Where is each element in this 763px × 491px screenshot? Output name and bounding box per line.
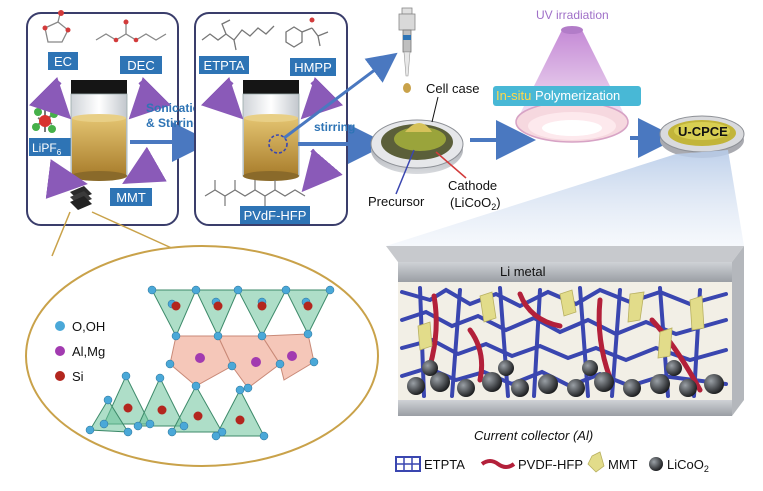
cell-case-icon [370, 119, 464, 174]
si-atoms [123, 301, 313, 425]
zoom-line-right [91, 211, 177, 251]
legend-licoo2-label: LiCoO2 [667, 457, 709, 474]
legend-etpta-icon [395, 456, 421, 472]
hmpp-tag [290, 58, 336, 76]
licoo2-particles [407, 360, 724, 397]
vial-2 [242, 80, 300, 181]
polymerization-label: In-situ Polymerization [496, 88, 620, 103]
etpta-label: ETPTA [204, 58, 245, 73]
etpta-tag [199, 56, 249, 74]
legend-al-mg-label: Al,Mg [72, 344, 105, 359]
purple-arrow-7 [301, 148, 343, 193]
zoom-beam [386, 150, 744, 246]
tetrahedra-bottom [89, 374, 265, 437]
legend-o-oh-icon [55, 321, 65, 331]
pvdf-chains [427, 291, 703, 393]
uv-lamp-icon [515, 26, 629, 143]
legend-licoo2-icon [649, 457, 663, 471]
etpta-molecule-icon [201, 19, 275, 51]
ec-label: EC [54, 54, 72, 69]
precursor-label: Precursor [368, 194, 425, 209]
legend-mmt-icon [587, 451, 605, 473]
u-cpce-label: U-CPCE [678, 124, 728, 139]
arrow-to-pipette [283, 52, 398, 140]
legend-pvdf-icon [480, 459, 516, 469]
cell-case-pointer [431, 96, 439, 123]
current-collector-label: Current collector (Al) [474, 428, 593, 443]
dec-tag [120, 56, 162, 74]
legend-al-mg-icon [55, 346, 65, 356]
mmt-tag [110, 188, 152, 206]
mmt-platelets [417, 289, 705, 359]
cell-case-label: Cell case [426, 81, 479, 96]
tetrahedra-top [151, 289, 331, 338]
purple-arrow-3 [45, 159, 88, 199]
legend-si-label: Si [72, 369, 84, 384]
al-mg-atoms [195, 351, 297, 367]
cross-section-block [386, 246, 744, 416]
li-metal-label: Li metal [500, 264, 546, 279]
legend-o-oh-label: O,OH [72, 319, 105, 334]
cathode-label: Cathode [448, 178, 497, 193]
pvdf-label: PVdF-HFP [244, 208, 307, 223]
legend-etpta-label: ETPTA [424, 457, 465, 472]
cathode-formula: (LiCoO2) [450, 195, 501, 212]
pvdf-polymer-icon [204, 180, 306, 206]
u-cpce-disc-icon [659, 115, 745, 158]
vial-1 [70, 80, 128, 181]
precursor-pointer [395, 149, 415, 195]
legend-mmt-label: MMT [608, 457, 638, 472]
hmpp-label: HMPP [294, 60, 332, 75]
zoom-line-left [51, 211, 71, 257]
purple-arrow-1 [28, 76, 72, 120]
purple-arrow-2 [128, 76, 172, 120]
polymerization-tag [493, 86, 641, 106]
legend-si-icon [55, 371, 65, 381]
mmt-label: MMT [116, 190, 146, 205]
hmpp-molecule-icon [285, 17, 329, 48]
o-oh-atoms [85, 285, 335, 441]
sonication-label-line2: & Stirring [146, 116, 201, 130]
stirring-label: stirring [314, 120, 355, 134]
lipf6-label: LiPF6 [32, 141, 62, 157]
mmt-stack-icon [70, 186, 92, 210]
purple-arrow-5 [200, 76, 244, 120]
cathode-pointer [435, 151, 467, 179]
dec-molecule-icon [95, 19, 167, 43]
uv-irradiation-label: UV irradiation [536, 8, 609, 22]
pvdf-tag [240, 206, 310, 224]
purple-arrow-6 [300, 76, 344, 120]
dec-label: DEC [127, 58, 154, 73]
sonication-label-line1: Sonication [146, 101, 207, 115]
ec-tag [48, 52, 78, 70]
pipette-icon [398, 7, 416, 93]
legend-pvdf-label: PVDF-HFP [518, 457, 583, 472]
lipf6-tag [29, 138, 73, 156]
purple-arrow-4 [122, 146, 167, 184]
ec-molecule-icon [42, 10, 71, 43]
